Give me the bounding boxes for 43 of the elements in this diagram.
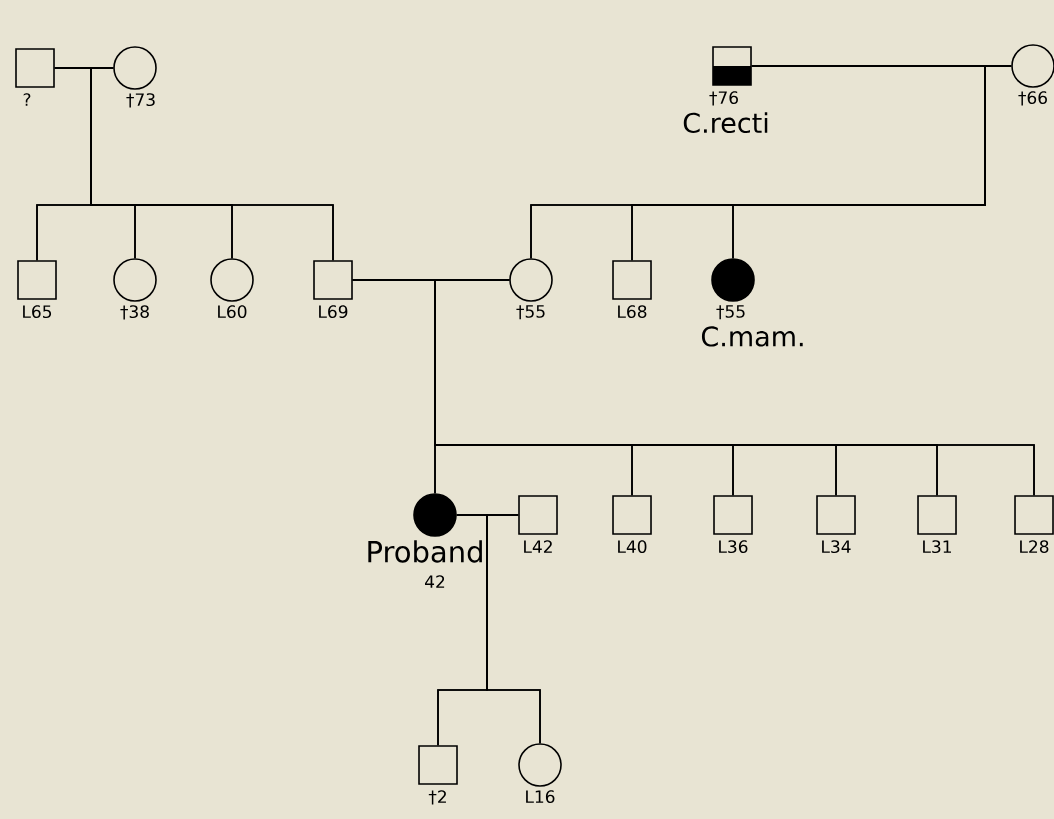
person-label: †66 — [1018, 91, 1047, 106]
person-label: †38 — [120, 305, 149, 320]
pedigree-square — [712, 46, 752, 86]
person-label: L60 — [218, 305, 247, 319]
pedigree-square — [816, 495, 856, 535]
person-label: Proband — [368, 540, 482, 563]
pedigree-square — [17, 260, 57, 300]
pedigree-line — [486, 514, 541, 744]
pedigree-square — [1014, 495, 1054, 535]
pedigree-circle — [509, 258, 553, 302]
pedigree-square — [313, 260, 353, 300]
person-label: L68 — [618, 305, 647, 319]
pedigree-circle — [210, 258, 254, 302]
person-label: L31 — [923, 540, 951, 554]
person-label: L69 — [319, 305, 348, 319]
pedigree-square — [612, 260, 652, 300]
pedigree-circle — [518, 743, 562, 787]
person-label: †76 — [709, 91, 738, 106]
person-label: L65 — [23, 305, 52, 319]
pedigree-square — [15, 48, 55, 88]
person-label: ? — [23, 93, 31, 106]
pedigree-circle — [413, 493, 457, 537]
person-label: †73 — [126, 93, 155, 108]
pedigree-circle — [113, 46, 157, 90]
person-label: 42 — [425, 575, 445, 588]
person-label: L42 — [524, 540, 552, 553]
pedigree-square — [612, 495, 652, 535]
person-label: C.mam. — [701, 326, 803, 347]
pedigree-circle — [113, 258, 157, 302]
pedigree-square — [917, 495, 957, 535]
person-label: L28 — [1020, 540, 1049, 554]
person-label: †2 — [428, 790, 446, 805]
person-label: L34 — [822, 540, 851, 554]
person-label: C.recti — [683, 112, 768, 134]
pedigree-square — [518, 495, 558, 535]
person-label: L36 — [719, 540, 748, 554]
pedigree-square — [418, 745, 458, 785]
person-label: L40 — [618, 540, 647, 554]
person-label: †55 — [716, 305, 745, 320]
pedigree-circle — [711, 258, 755, 302]
person-label: L16 — [526, 790, 555, 804]
person-label: †55 — [516, 305, 545, 320]
pedigree-square — [713, 495, 753, 535]
